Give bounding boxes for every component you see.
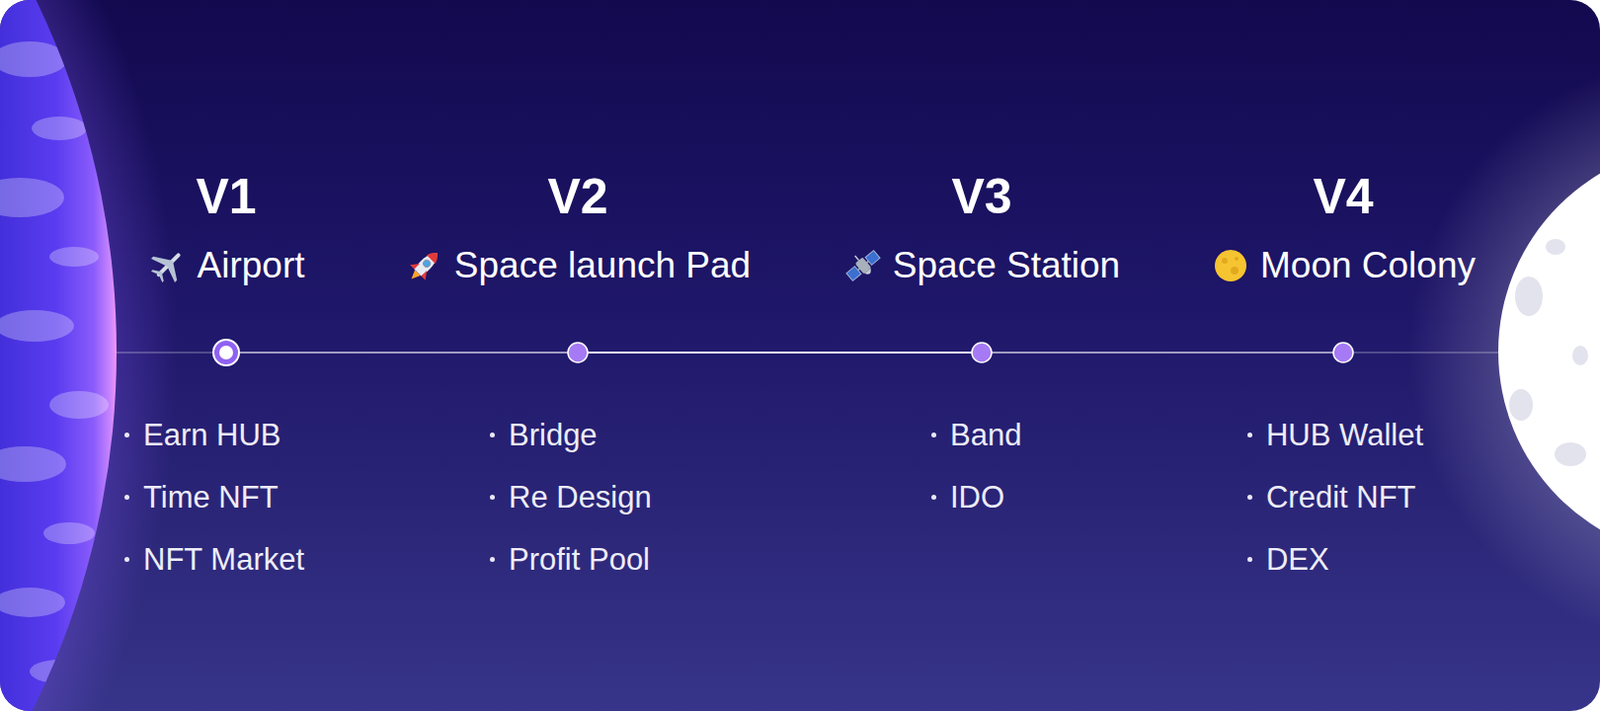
bullet-dot: [124, 432, 130, 438]
milestone-column: V4 Moon ColonyHUB WalletCredit NFT DEX: [1210, 158, 1479, 578]
bullet-dot: [1247, 432, 1253, 438]
timeline-dot: [213, 339, 240, 366]
feature-text: Earn HUB: [143, 416, 282, 454]
version-heading: V1: [195, 171, 256, 222]
milestone-column: V2 Space launch PadBridge Re DesignProfit…: [404, 158, 754, 578]
timeline-dot: [971, 342, 992, 363]
version-heading: V3: [951, 171, 1012, 222]
planet: [0, 0, 117, 711]
feature-text: Band: [950, 416, 1022, 454]
bullet-dot: [931, 432, 937, 438]
feature-text: DEX: [1266, 541, 1330, 578]
version-heading: V4: [1312, 171, 1373, 222]
planet-glow: [0, 0, 178, 711]
timeline-dot-center: [219, 345, 234, 360]
milestone-title-row: Space Station: [843, 243, 1120, 288]
feature-item: Time NFT: [124, 479, 279, 516]
feature-text: Profit Pool: [508, 541, 650, 578]
milestone-column: V1 AirportEarn HUB Time NFT NFT Market: [124, 158, 308, 578]
planet-clouds: [0, 41, 109, 684]
milestone-title: Space launch Pad: [454, 243, 751, 288]
feature-item: Re Design: [489, 479, 652, 516]
timeline-dot: [1333, 342, 1354, 363]
bullet-dot: [489, 494, 495, 500]
milestone-column: V3 Space StationBandIDO: [843, 158, 1123, 516]
milestone-title: Airport: [197, 243, 306, 288]
feature-item: Bridge: [489, 416, 598, 454]
feature-item: NFT Market: [124, 541, 305, 578]
rocket-icon: [404, 245, 445, 286]
timeline-segment: [981, 351, 1344, 354]
moon-icon: [1210, 245, 1251, 286]
bullet-dot: [124, 557, 130, 562]
feature-item: Earn HUB: [124, 416, 282, 454]
milestone-title: Moon Colony: [1260, 243, 1476, 288]
timeline-dot: [567, 342, 588, 363]
feature-item: Band: [931, 416, 1022, 454]
milestone-title: Space Station: [892, 243, 1120, 288]
bullet-dot: [489, 557, 495, 562]
feature-text: IDO: [950, 479, 1005, 516]
feature-text: Re Design: [508, 479, 652, 516]
feature-text: Time NFT: [143, 479, 279, 516]
moon-craters: [1509, 239, 1589, 522]
bullet-dot: [931, 494, 937, 500]
bullet-dot: [1247, 494, 1253, 500]
timeline-segment: [577, 351, 982, 354]
feature-text: Bridge: [508, 416, 598, 454]
moon: [1498, 145, 1600, 559]
feature-item: DEX: [1247, 541, 1330, 578]
airplane-icon: [148, 245, 188, 286]
bullet-dot: [489, 432, 495, 438]
feature-item: HUB Wallet: [1247, 416, 1424, 454]
timeline-segment: [226, 351, 578, 354]
feature-item: Profit Pool: [489, 541, 650, 578]
satellite-icon: [843, 245, 883, 286]
feature-text: HUB Wallet: [1266, 416, 1424, 454]
bullet-dot: [124, 494, 130, 500]
version-heading: V2: [547, 171, 608, 222]
timeline-track: [116, 351, 1499, 354]
bullet-dot: [1247, 557, 1253, 562]
feature-text: NFT Market: [143, 541, 305, 578]
feature-text: Credit NFT: [1266, 479, 1417, 516]
feature-item: Credit NFT: [1247, 479, 1417, 516]
milestone-title-row: Moon Colony: [1210, 243, 1476, 288]
milestone-title-row: Space launch Pad: [404, 243, 751, 288]
feature-item: IDO: [931, 479, 1005, 516]
milestone-title-row: Airport: [148, 243, 306, 288]
